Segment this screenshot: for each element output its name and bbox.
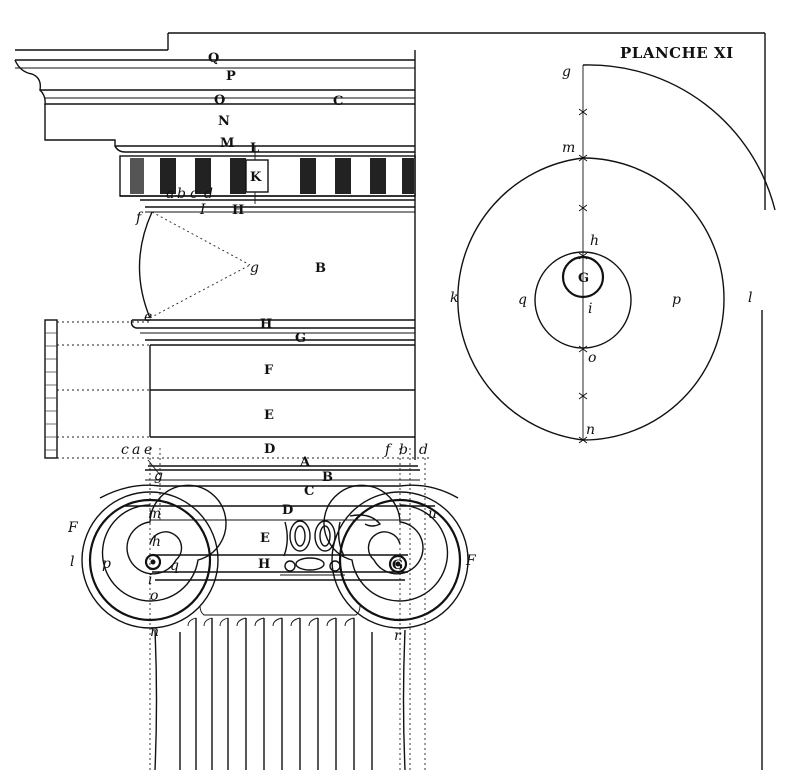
label-n-cap: n	[150, 624, 159, 640]
label-e-cap: e	[144, 442, 152, 458]
construction-marks	[578, 108, 588, 444]
label-E-fascia: E	[264, 408, 274, 423]
label-h-cap: h	[152, 534, 161, 550]
label-D-fascia: D	[264, 442, 275, 457]
label-d-cap: d	[419, 442, 428, 458]
label-f: f	[135, 210, 144, 226]
label-l-cap: l	[70, 554, 74, 570]
plate-title-group: PLANCHE XI	[620, 44, 734, 62]
label-H-astragal: H	[258, 557, 270, 572]
label-d: d	[204, 186, 213, 202]
label-h-volute: h	[590, 233, 599, 249]
label-I: I	[199, 202, 206, 218]
entablature-labels: Q P O C N M L K I H a b c d f g B e H G …	[135, 51, 343, 457]
label-n-volute: n	[586, 422, 595, 438]
label-c-cap: c	[121, 442, 129, 458]
label-P: P	[226, 69, 236, 84]
label-a-cap: a	[132, 442, 140, 458]
label-g-volute: g	[562, 64, 571, 80]
egg-and-dart	[280, 514, 382, 576]
label-o-volute: o	[588, 350, 596, 366]
label-H-top: H	[232, 203, 244, 218]
label-M: M	[220, 136, 234, 151]
label-C: C	[333, 94, 343, 109]
label-N: N	[218, 114, 230, 129]
label-K: K	[250, 170, 262, 185]
ionic-capital	[81, 448, 469, 770]
label-D-canalis: D	[282, 503, 293, 518]
label-b: b	[177, 186, 186, 202]
label-k-volute: k	[450, 290, 458, 306]
label-A-abacus: A	[299, 455, 311, 470]
label-g-cap: g	[154, 468, 163, 484]
label-F-left: F	[67, 520, 79, 536]
label-u-cap: u	[428, 506, 437, 522]
label-l-volute: l	[748, 290, 752, 306]
label-q-cap: q	[170, 558, 179, 574]
volute-construction	[457, 64, 776, 770]
volute-labels: g m h G i o n k q p l	[450, 64, 752, 438]
label-p-cap: p	[102, 556, 111, 572]
label-B-frieze: B	[315, 261, 326, 276]
label-E-ovolo: E	[260, 531, 270, 546]
label-G-volute: G	[578, 271, 589, 286]
label-a: a	[166, 186, 174, 202]
label-i-volute: i	[588, 301, 592, 317]
label-O: O	[214, 93, 225, 108]
label-H-mid: H	[260, 317, 272, 332]
plate-title: PLANCHE XI	[620, 44, 734, 62]
label-G-eye: G	[392, 558, 403, 573]
scale-bar	[44, 319, 58, 459]
dentil-row	[130, 158, 414, 194]
label-m-cap: m	[148, 506, 161, 522]
label-c: c	[190, 186, 198, 202]
label-L: L	[250, 141, 259, 156]
right-volute	[323, 484, 469, 629]
label-F-fascia: F	[264, 363, 274, 378]
label-q-volute: q	[518, 292, 527, 308]
fluted-shaft	[154, 605, 406, 770]
label-G-arch: G	[295, 331, 306, 346]
label-m-volute: m	[562, 140, 575, 156]
entablature	[14, 32, 766, 460]
capital-labels: c a e f b d g A B C D E H F F l p q m h …	[67, 442, 477, 644]
label-g: g	[250, 260, 259, 276]
label-C-echinus: C	[304, 484, 314, 499]
label-F-right: F	[465, 553, 477, 569]
label-p-volute: p	[672, 292, 681, 308]
label-r-cap: r	[394, 628, 402, 644]
label-b-cap: b	[399, 442, 408, 458]
label-Q: Q	[208, 51, 219, 66]
label-B-abacus: B	[322, 470, 333, 485]
label-o-cap: o	[150, 588, 158, 604]
label-i-cap: i	[148, 572, 152, 588]
label-e: e	[144, 309, 152, 325]
label-f-cap: f	[384, 442, 393, 458]
